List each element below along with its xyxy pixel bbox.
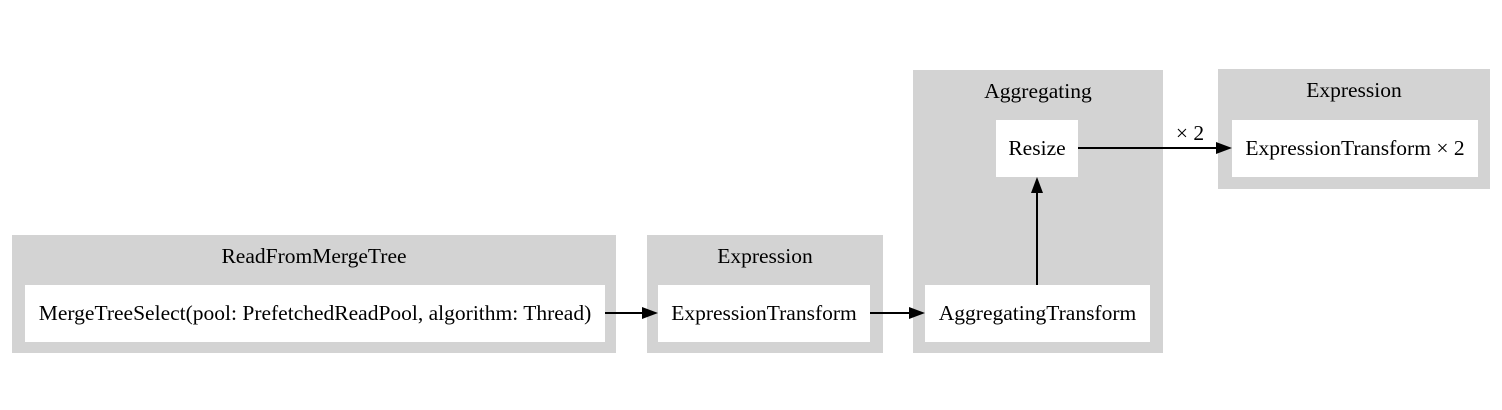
- cluster-title-expression-1: Expression: [717, 244, 813, 268]
- cluster-expression-2: Expression ExpressionTransform × 2: [1218, 69, 1490, 189]
- edge-label-x2: × 2: [1175, 121, 1205, 145]
- cluster-aggregating: Aggregating Resize AggregatingTransform: [913, 70, 1163, 353]
- cluster-title-aggregating: Aggregating: [984, 79, 1092, 103]
- node-mergetreeselect: MergeTreeSelect(pool: PrefetchedReadPool…: [25, 285, 605, 342]
- arrowhead-up-icon: [1031, 177, 1043, 193]
- edge-line-aggregatingtransform-to-resize: [1036, 190, 1038, 285]
- cluster-expression-1: Expression ExpressionTransform: [647, 235, 883, 353]
- node-expressiontransform: ExpressionTransform: [658, 285, 870, 342]
- node-resize: Resize: [996, 120, 1078, 177]
- node-aggregatingtransform: AggregatingTransform: [925, 285, 1150, 342]
- arrowhead-right-icon: [1216, 142, 1232, 154]
- node-expressiontransform-x2: ExpressionTransform × 2: [1232, 120, 1478, 177]
- cluster-readfrommergetree: ReadFromMergeTree MergeTreeSelect(pool: …: [12, 235, 616, 353]
- cluster-title-expression-2: Expression: [1306, 78, 1402, 102]
- edge-line-resize-to-expressiontransform-x2: [1078, 147, 1218, 149]
- cluster-title-readfrommergetree: ReadFromMergeTree: [221, 244, 407, 268]
- edge-line-expressiontransform-to-aggregatingtransform: [870, 312, 911, 314]
- arrowhead-right-icon: [909, 307, 925, 319]
- edge-line-mergetreeselect-to-expressiontransform: [605, 312, 644, 314]
- arrowhead-right-icon: [642, 307, 658, 319]
